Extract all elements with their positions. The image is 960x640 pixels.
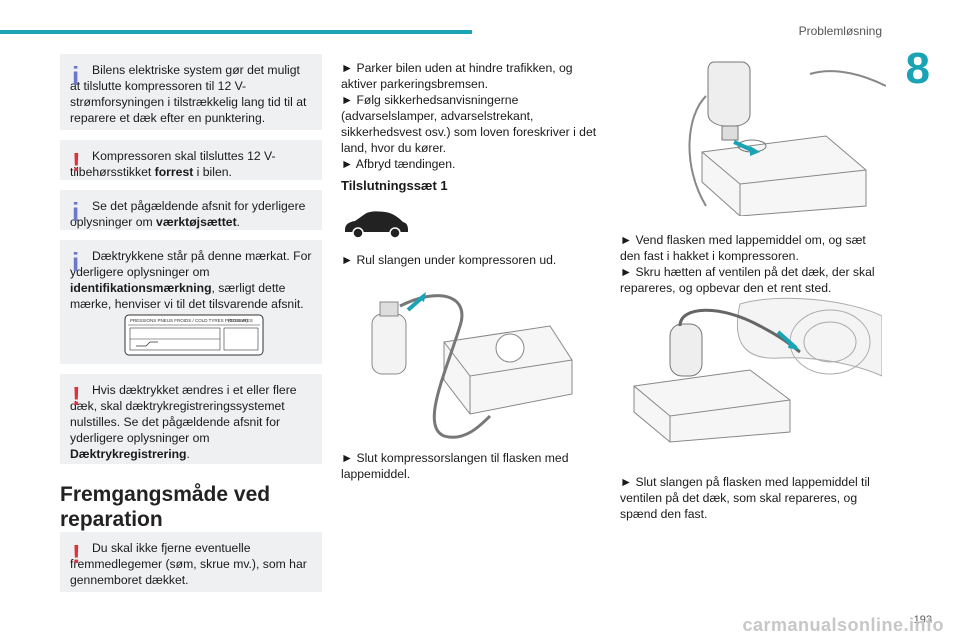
watermark-text: carmanualsonline.info [742, 615, 944, 635]
warning-note-tpms-reset: ! Hvis dæktrykket ændres i et eller fler… [60, 374, 322, 464]
note-text: Dæktrykkene står på denne mærkat. For yd… [70, 249, 312, 311]
info-note-tire-label: i Dæktrykkene står på denne mærkat. For … [60, 240, 322, 364]
page-number: 193 [913, 614, 932, 626]
step-text: ► Skru hætten af ventilen på det dæk, de… [620, 265, 875, 295]
car-icon [345, 211, 408, 239]
tire-label-code: (0.0 BAR) [228, 318, 248, 323]
step-connect-bottle: ► Slut kompressorslangen til flasken med… [341, 451, 569, 481]
warning-icon: ! [72, 539, 81, 569]
warning-icon: ! [72, 381, 81, 411]
info-icon: i [72, 197, 80, 227]
info-icon: i [72, 61, 80, 91]
steps-bottle-valve: ► Vend flasken med lappemiddel om, og sæ… [620, 232, 882, 296]
note-text: Hvis dæktrykket ændres i et eller flere … [70, 383, 297, 461]
step-text: ► Vend flasken med lappemiddel om, og sæ… [620, 233, 866, 263]
step-text: ► Afbryd tændingen. [341, 157, 456, 171]
info-note-electrical: i Bilens elektriske system gør det mulig… [60, 54, 322, 130]
note-text: Kompressoren skal tilsluttes 12 V-tilbeh… [70, 149, 276, 179]
warning-note-socket: ! Kompressoren skal tilsluttes 12 V-tilb… [60, 140, 322, 180]
tire-pressure-label-image: PRESSIONS PNEUS FROIDS / COLD TYRES PRES… [124, 314, 264, 356]
section-heading: Fremgangsmåde ved reparation [60, 483, 271, 531]
section-title: Problemløsning [798, 24, 882, 38]
subheading-connection-kit: Tilslutningssæt 1 [341, 178, 448, 193]
note-text: Du skal ikke fjerne eventuelle fremmedle… [70, 541, 307, 587]
info-icon: i [72, 247, 80, 277]
compressor-hose-illustration [371, 292, 573, 439]
tire-label-title: PRESSIONS PNEUS FROIDS / COLD TYRES PRES… [130, 318, 253, 323]
steps-prepare: ► Parker bilen uden at hindre trafikken,… [341, 60, 599, 172]
warning-icon: ! [72, 147, 81, 177]
step-text: ► Følg sikkerhedsanvisningerne (advarsel… [341, 93, 597, 155]
note-text: Bilens elektriske system gør det muligt … [70, 63, 307, 125]
step-unroll-hose: ► Rul slangen under kompressoren ud. [341, 253, 557, 267]
step-connect-tire: ► Slut slangen på flasken med lappemidde… [620, 475, 870, 521]
chapter-number: 8 [905, 44, 930, 93]
bottle-on-compressor-illustration [688, 61, 886, 216]
tire-connection-illustration [633, 297, 882, 443]
info-note-toolkit: i Se det pågældende afsnit for yderliger… [60, 190, 322, 230]
header-accent-bar [0, 30, 472, 34]
note-text: Se det pågældende afsnit for yderligere … [70, 199, 306, 229]
step-text: ► Parker bilen uden at hindre trafikken,… [341, 61, 573, 91]
warning-note-foreign-objects: ! Du skal ikke fjerne eventuelle fremmed… [60, 532, 322, 592]
